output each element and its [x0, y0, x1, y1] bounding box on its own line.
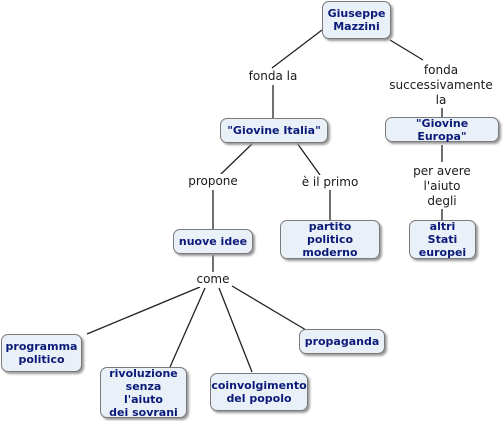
label-propone: propone — [187, 174, 239, 189]
label-e-il-primo: è il primo — [300, 175, 360, 190]
connector — [271, 29, 323, 69]
connector — [169, 287, 206, 368]
label-come: come — [195, 272, 231, 287]
node-rivoluzione[interactable]: rivoluzione senza l'aiuto dei sovrani — [100, 367, 187, 419]
node-programma-politico[interactable]: programma politico — [1, 334, 82, 372]
node-partito-politico-moderno[interactable]: partito politico moderno — [280, 220, 380, 259]
connector — [389, 39, 424, 61]
label-fonda-successivamente: fonda successivamente la — [388, 63, 494, 108]
label-per-avere: per avere l'aiuto degli — [411, 164, 473, 209]
node-nuove-idee[interactable]: nuove idee — [173, 229, 253, 254]
node-altri-stati-europei[interactable]: altri Stati europei — [409, 220, 476, 259]
connector — [219, 142, 254, 176]
connector — [296, 142, 321, 176]
connector — [218, 287, 253, 373]
node-giovine-italia[interactable]: "Giovine Italia" — [220, 118, 328, 143]
label-fonda-la: fonda la — [247, 69, 299, 84]
node-propaganda[interactable]: propaganda — [299, 329, 385, 354]
node-coinvolgimento-del-popolo[interactable]: coinvolgimento del popolo — [210, 373, 308, 411]
node-giovine-europa[interactable]: "Giovine Europa" — [385, 117, 499, 143]
node-giuseppe-mazzini[interactable]: Giuseppe Mazzini — [322, 1, 391, 39]
connector — [86, 286, 201, 335]
connector — [231, 285, 307, 331]
